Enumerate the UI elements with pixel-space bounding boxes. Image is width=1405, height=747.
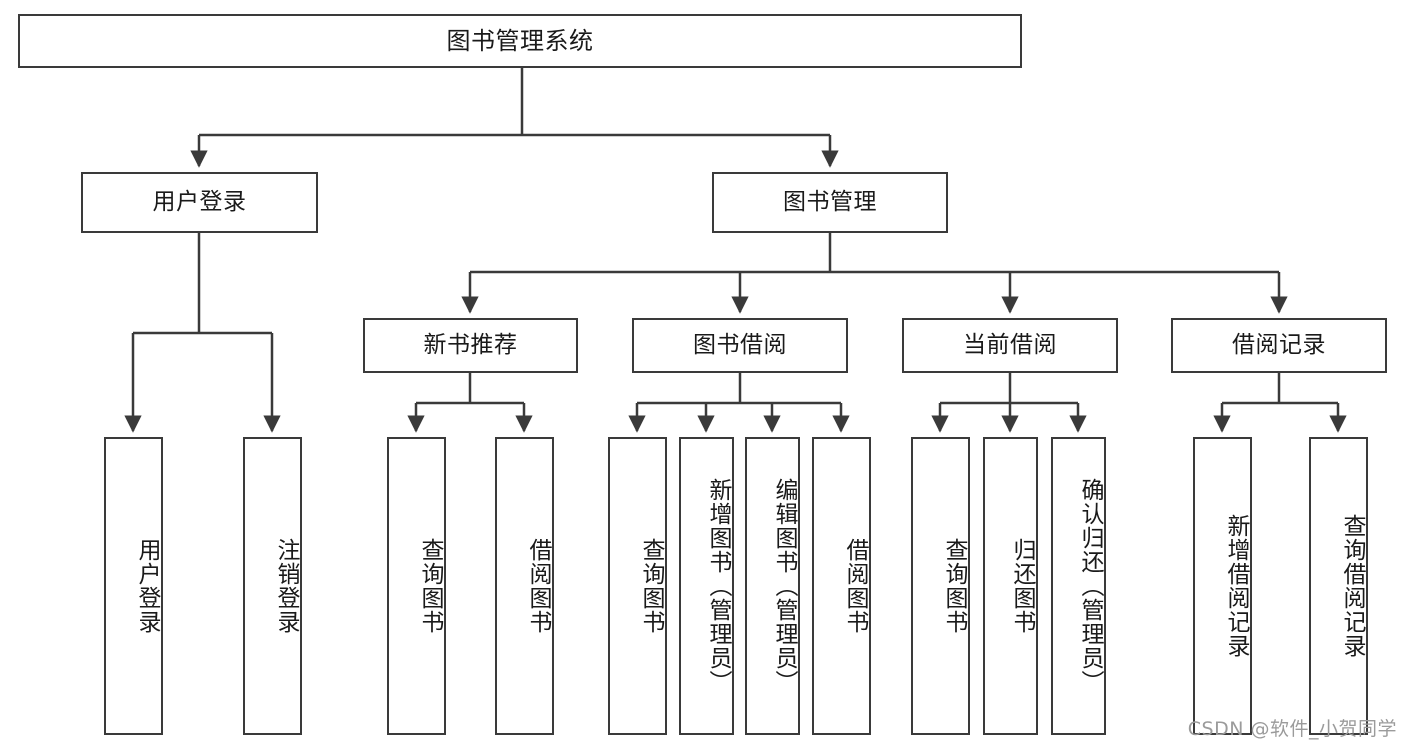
node-leaf-add-book[interactable]: 新增图书（管理员） [679,437,734,735]
node-root-system[interactable]: 图书管理系统 [18,14,1022,68]
node-label: 查询图书 [417,538,443,634]
node-leaf-query-book-3[interactable]: 查询图书 [911,437,970,735]
node-leaf-query-book-1[interactable]: 查询图书 [387,437,446,735]
node-new-book-recommend[interactable]: 新书推荐 [363,318,578,373]
node-label: 借阅图书 [842,538,868,634]
node-leaf-query-book-2[interactable]: 查询图书 [608,437,667,735]
node-user-login[interactable]: 用户登录 [81,172,318,233]
node-label: 查询图书 [638,538,664,634]
node-book-borrow[interactable]: 图书借阅 [632,318,848,373]
node-label: 新增借阅记录 [1223,514,1249,658]
node-leaf-confirm-return[interactable]: 确认归还（管理员） [1051,437,1106,735]
node-label: 用户登录 [152,188,247,215]
node-leaf-logout-login[interactable]: 注销登录 [243,437,302,735]
node-label: 用户登录 [134,538,160,634]
node-label: 借阅记录 [1232,331,1326,358]
node-leaf-borrow-book-1[interactable]: 借阅图书 [495,437,554,735]
node-label: 图书借阅 [693,331,787,358]
node-label: 图书管理 [783,188,877,215]
csdn-watermark: CSDN @软件_小贺同学 [1187,718,1397,740]
node-label: 当前借阅 [963,331,1057,358]
node-label: 确认归还（管理员） [1077,478,1103,694]
node-leaf-query-record[interactable]: 查询借阅记录 [1309,437,1368,735]
node-label: 注销登录 [273,538,299,634]
node-leaf-user-login[interactable]: 用户登录 [104,437,163,735]
node-label: 查询借阅记录 [1339,514,1365,658]
node-label: 编辑图书（管理员） [771,478,797,694]
node-current-borrow[interactable]: 当前借阅 [902,318,1118,373]
node-label: 新书推荐 [423,331,518,358]
node-leaf-add-record[interactable]: 新增借阅记录 [1193,437,1252,735]
node-label: 借阅图书 [525,538,551,634]
node-leaf-borrow-book-2[interactable]: 借阅图书 [812,437,871,735]
node-label: 图书管理系统 [446,26,594,55]
node-label: 查询图书 [941,538,967,634]
node-borrow-record[interactable]: 借阅记录 [1171,318,1387,373]
node-leaf-return-book[interactable]: 归还图书 [983,437,1038,735]
node-label: 新增图书（管理员） [705,478,731,694]
node-leaf-edit-book[interactable]: 编辑图书（管理员） [745,437,800,735]
node-book-management[interactable]: 图书管理 [712,172,948,233]
node-label: 归还图书 [1009,538,1035,634]
